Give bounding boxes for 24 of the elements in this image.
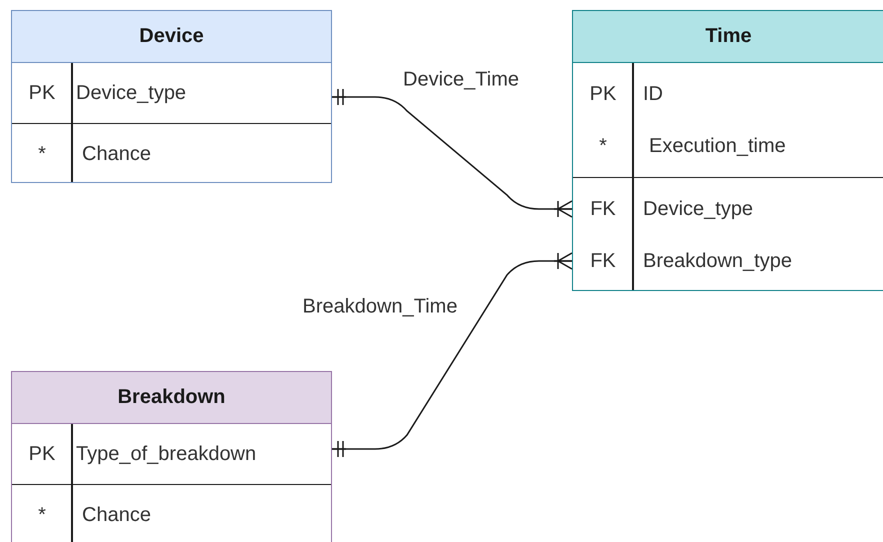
table-header: Breakdown <box>12 372 331 424</box>
field-name: Execution_time <box>648 134 786 158</box>
entity-table <box>11 10 332 183</box>
key-label: * <box>598 134 608 158</box>
table-header: Time <box>573 11 883 63</box>
key-label: PK <box>588 82 618 106</box>
entity-table <box>11 371 332 542</box>
field-name: Breakdown_type <box>642 250 792 272</box>
field-name: Device_type <box>642 198 754 220</box>
field-name: Type_of_breakdown <box>75 442 256 466</box>
table-header: Device <box>12 11 331 63</box>
field-name: Chance <box>81 504 151 526</box>
key-label: PK <box>28 442 56 466</box>
key-label: * <box>37 504 47 526</box>
key-label: * <box>37 142 47 166</box>
key-label: FK <box>589 250 617 272</box>
key-label: FK <box>589 198 617 220</box>
relationship-line <box>331 252 573 458</box>
entity-table <box>572 10 883 291</box>
relationship-line <box>331 88 573 218</box>
field-name: Chance <box>81 142 151 166</box>
key-label: PK <box>28 82 56 104</box>
field-name: Device_type <box>75 82 186 104</box>
field-name: ID <box>642 82 663 106</box>
